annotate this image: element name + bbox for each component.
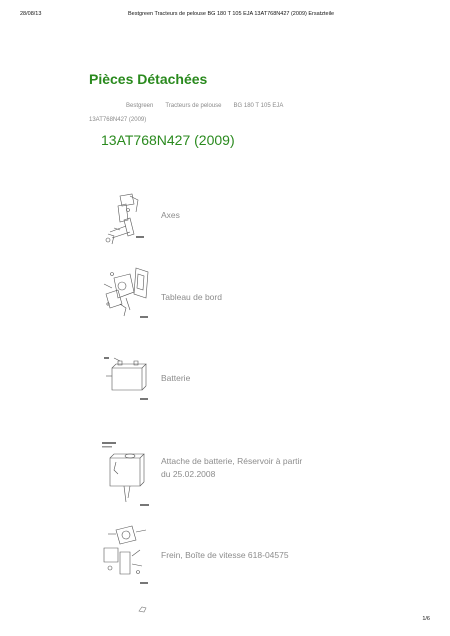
partial-diagram-thumbnail — [138, 605, 148, 613]
axes-diagram-thumbnail[interactable] — [100, 190, 152, 252]
part-label-dashboard[interactable]: Tableau de bord — [161, 292, 222, 302]
part-label-battery[interactable]: Batterie — [161, 373, 191, 383]
breadcrumb-item-brand[interactable]: Bestgreen — [126, 103, 154, 109]
breadcrumb-item-series[interactable]: BG 180 T 105 EJA — [233, 103, 284, 109]
breadcrumb: Bestgreen Tracteurs de pelouse BG 180 T 10… — [89, 99, 329, 127]
brake-gearbox-diagram-thumbnail[interactable] — [100, 520, 152, 592]
model-title: 13AT768N427 (2009) — [101, 132, 235, 148]
dashboard-diagram-thumbnail[interactable] — [100, 264, 152, 326]
page-title: Pièces Détachées — [89, 71, 208, 87]
page-number: 1/6 — [422, 616, 430, 622]
breadcrumb-item-category[interactable]: Tracteurs de pelouse — [165, 103, 222, 109]
breadcrumb-item-model[interactable]: 13AT768N427 (2009) — [89, 117, 147, 123]
part-label-battery-bracket-tank[interactable]: Attache de batterie, Réservoir à partir … — [161, 456, 303, 479]
part-label-axes[interactable]: Axes — [161, 210, 180, 220]
battery-diagram-thumbnail[interactable] — [100, 354, 152, 416]
print-header-title: Bestgreen Tracteurs de pelouse BG 180 T … — [128, 11, 335, 17]
part-label-brake-gearbox[interactable]: Frein, Boîte de vitesse 618-04575 — [161, 550, 289, 560]
print-date: 28/08/13 — [20, 11, 42, 17]
battery-bracket-diagram-thumbnail[interactable] — [100, 440, 152, 512]
